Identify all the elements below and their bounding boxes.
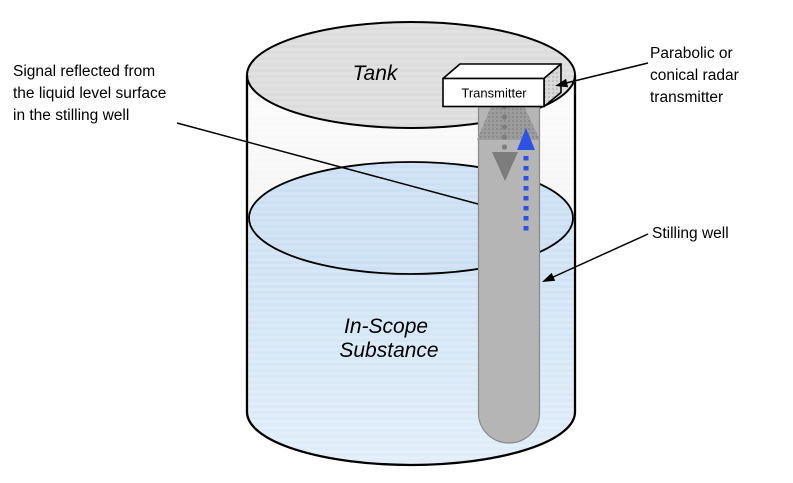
parabolic-transmitter-label: Parabolic or conical radar transmitter	[650, 45, 743, 106]
tank-label: Tank	[353, 62, 399, 85]
transmitter-box-side-texture	[544, 64, 561, 107]
signal-down-arrowhead	[492, 152, 518, 181]
signal-down-dot	[501, 114, 508, 120]
signal-reflected-label-line3: in the stilling well	[13, 107, 129, 124]
parabolic-transmitter-label-line2: conical radar	[650, 67, 739, 84]
parabolic-transmitter-label-line3: transmitter	[650, 89, 723, 106]
leader-parabolic-arrowhead	[555, 78, 569, 88]
leader-signal-reflected	[176, 122, 479, 205]
substance-label: In-Scope Substance	[339, 315, 438, 362]
signal-reflected-label: Signal reflected from the liquid level s…	[13, 63, 171, 124]
liquid-surface-outline	[248, 161, 574, 275]
signal-down-dot	[501, 144, 508, 150]
parabolic-transmitter-label-line1: Parabolic or	[650, 45, 733, 62]
substance-label-line1: In-Scope	[344, 315, 428, 338]
signal-down-dot	[501, 134, 508, 140]
signal-up-arrow	[517, 128, 535, 232]
tank-outline	[245, 75, 577, 467]
transmitter-box-front	[442, 77, 545, 108]
stilling-well-label: Stilling well	[652, 225, 729, 242]
leader-parabolic	[561, 62, 649, 85]
transmitter-box: Transmitter	[442, 63, 562, 108]
transmitter-label: Transmitter	[461, 86, 527, 101]
signal-down-dot	[501, 124, 508, 130]
antenna-cone-texture	[477, 104, 540, 140]
leader-stilling-well	[550, 233, 649, 279]
signal-up-arrowhead	[517, 128, 535, 150]
signal-down-arrow	[492, 104, 518, 181]
transmitter-box-top	[442, 63, 562, 80]
signal-reflected-label-line2: the liquid level surface	[13, 85, 166, 102]
signal-reflected-label-line1: Signal reflected from	[13, 63, 155, 80]
leader-lines	[176, 62, 649, 279]
substance-label-line2: Substance	[339, 339, 438, 362]
leader-stilling-well-arrowhead	[542, 272, 556, 282]
